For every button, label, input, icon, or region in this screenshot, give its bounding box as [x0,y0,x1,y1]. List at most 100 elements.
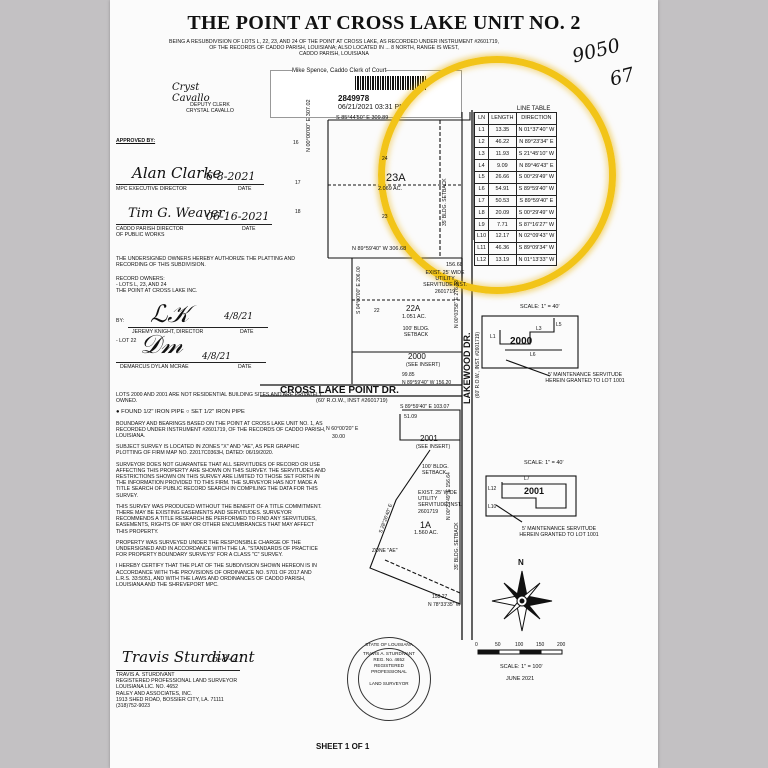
top-bearing: S 85°44'50" E 309.89 [336,115,389,121]
mid-small-dist: 156.68 [446,262,463,268]
table-cell: 12.17 [488,229,517,243]
table-cell: S 89°59'40" E [515,194,558,208]
date-label: DATE [240,329,254,335]
scale-tick: 150 [536,642,545,648]
record-owners-company: THE POINT AT CROSS LAKE INC. [116,288,198,295]
table-cell: 26.66 [488,170,517,184]
surveyor-date: 6-8-21 [212,654,245,665]
table-header-row: LN LENGTH DIRECTION [473,112,558,125]
note: SURVEYOR DOES NOT GUARANTEE THAT ALL SER… [116,461,326,499]
zone-ae: ZONE "AE" [372,548,398,554]
insert-line-label: L3 [536,326,542,332]
col-header: LENGTH [488,112,517,125]
scale-tick: 200 [557,642,566,648]
date-label: DATE [238,364,252,370]
surveyor-info: TRAVIS A. STURDIVANT REGISTERED PROFESSI… [116,672,237,709]
lot-number: 22 [374,308,380,314]
record-owners-lots: - LOTS L, 23, AND 24 [116,282,167,289]
approved-by-header: APPROVED BY: [116,138,156,144]
see-insert: (SEE INSERT) [406,362,441,368]
works-date: 06-16-2021 [206,210,270,223]
side-bearing: S 04°00'00" E 206.00 [356,266,362,314]
insert-note: 5' MAINTENANCE SERVITUDE HEREIN GRANTED … [519,526,599,539]
surveyor-title: REGISTERED PROFESSIONAL LAND SURVEYOR [116,678,238,685]
insert-lot: 2001 [524,486,545,496]
lot-number: 24 [382,156,388,162]
lot-22a-area: 1.051 AC. [402,314,427,320]
bearing-2001b: 51.09 [404,414,417,420]
lakewood-dr-label: LAKEWOOD DR. [462,332,472,405]
bottom-len: 158.27 [432,594,448,600]
clerk-signature-block: Cryst Cavallo [172,82,234,104]
insert-box [485,475,577,517]
bldg-setback: 100' BLDG. SETBACK [402,326,430,339]
note: BOUNDARY AND BEARINGS BASED ON THE POINT… [116,420,326,440]
table-cell: N 01°37'40" W [515,123,558,137]
signature-line [116,224,272,225]
surveyor-seal [347,637,431,721]
table-cell: N 01°13'33" W [515,253,558,267]
insert-line-label: L1 [490,334,496,340]
clerk-of-court: Mike Spence, Caddo Clerk of Court [292,68,387,74]
plat-date: JUNE 2021 [506,676,535,682]
table-cell: 54.91 [488,182,517,196]
note: THIS SURVEY WAS PRODUCED WITHOUT THE BEN… [116,503,322,535]
works-label: CADDO PARISH DIRECTOR OF PUBLIC WORKS [116,226,184,239]
lot-number: 16 [293,140,299,146]
seal-state: STATE OF LOUISIANA [365,642,413,647]
lot-22-owner-name: DEMARCUS DYLAN MCRAE [120,364,189,370]
table-cell: L7 [473,194,490,208]
seal-reg: REG. No. 4652 [373,657,405,662]
lakewood-dr: LAKEWOOD DR. [462,333,472,405]
table-cell: S 00°29'49" W [515,206,558,220]
note: PROPERTY WAS SURVEYED UNDER THE RESPONSI… [116,539,318,559]
seal-text: STATE OF LOUISIANA TRAVIS A. STURDIVANT … [349,642,429,687]
table-cell: L6 [473,182,490,196]
table-cell: N 89°23'34" E [515,135,558,149]
plat-document: THE POINT AT CROSS LAKE UNIT NO. 2 BEING… [110,0,658,768]
road-small-dist: 99.85 [402,372,415,378]
lot-2000-label: 2000 [408,352,426,361]
clerk-signature: Cryst Cavallo [172,82,210,104]
insert-scale: SCALE: 1" = 40' [520,304,560,310]
insert-note: 5' MAINTENANCE SERVITUDE HEREIN GRANTED … [545,372,625,385]
table-cell: N 02°09'43" W [515,229,558,243]
table-cell: 20.09 [488,206,517,220]
side-bearing: N 00°29'49" E 156.64 [446,472,452,520]
table-cell: N 89°46'43" E [515,159,558,172]
cross-lake-point-dr: CROSS LAKE POINT DR. [280,385,399,396]
owners-authorization: THE UNDERSIGNED OWNERS HEREBY AUTHORIZE … [116,256,295,269]
bldg-setback: 100' BLDG. SETBACK [422,464,449,477]
table-cell: S 21°45'10" W [515,147,558,161]
mpc-signature: Alan Clarke [132,164,222,182]
table-cell: 46.36 [488,241,517,255]
table-cell: 50.53 [488,194,517,208]
insert-parcel [501,482,567,509]
lot-22-signature: 𝒟𝓂 [140,330,183,360]
owner-date: 4/8/21 [224,312,253,322]
surveyor-name: TRAVIS A. STURDIVANT [116,672,175,678]
general-notes: LOTS 2000 AND 2001 ARE NOT RESIDENTIAL B… [116,392,326,593]
signature-line [116,184,264,185]
west-bearing: N 00°00'00" E 307.02 [306,99,312,152]
lot-number: 17 [295,180,301,186]
document-subtitle: BEING A RESUBDIVISION OF LOTS L, 22, 23,… [124,39,544,58]
table-cell: 9.09 [488,159,517,172]
signature-line [116,670,240,671]
scale-tick: 100 [515,642,524,648]
table-cell: L9 [473,218,490,231]
note: SUBJECT SURVEY IS LOCATED IN ZONES "X" A… [116,444,300,457]
table-cell: S 00°29'49" W [515,170,558,184]
instrument-number: 2849978 [338,94,370,103]
lot-22-date: 4/8/21 [202,352,231,362]
